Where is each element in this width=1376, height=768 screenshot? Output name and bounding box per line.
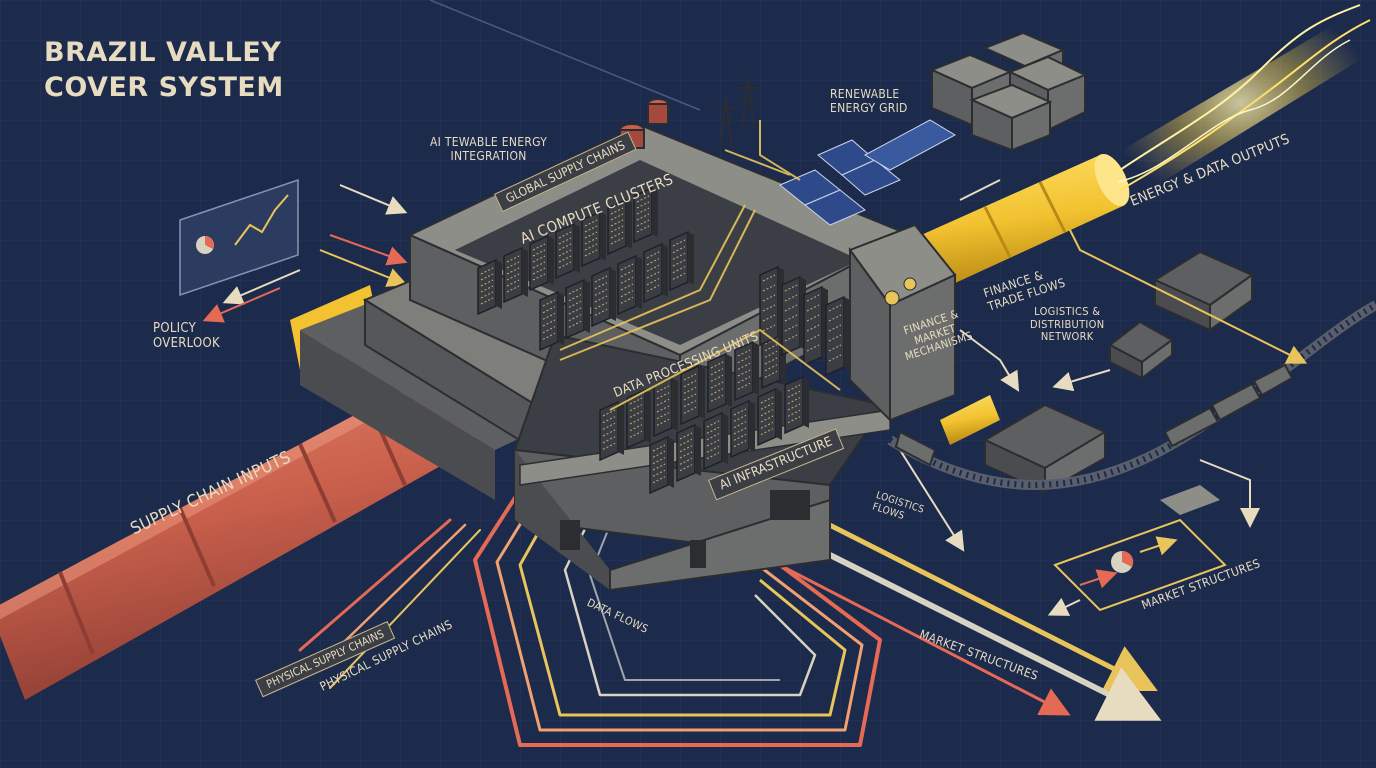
server-rack-icon — [599, 400, 624, 462]
label-ai-energy-integration: AI TEWABLE ENERGY INTEGRATION — [430, 135, 548, 163]
solar-panel-icon — [779, 139, 901, 226]
train-icon — [894, 363, 1294, 467]
server-rack-icon — [626, 388, 651, 450]
server-rack-icon — [734, 340, 759, 402]
server-rack-icon — [503, 246, 528, 304]
server-rack-icon — [565, 278, 590, 340]
server-rack-icon — [649, 435, 674, 495]
server-rack-icon — [781, 275, 806, 357]
server-rack-icon — [757, 387, 782, 447]
server-rack-icon — [707, 352, 732, 414]
server-rack-icon — [730, 399, 755, 459]
server-rack-icon — [680, 364, 705, 426]
railway — [887, 300, 1376, 490]
policy-arrows — [202, 184, 408, 323]
server-racks — [477, 186, 850, 495]
data-circuit-lines — [559, 120, 841, 411]
server-rack-icon — [653, 376, 678, 438]
server-rack-icon — [633, 186, 658, 244]
server-rack-icon — [607, 198, 632, 256]
policy-dashboard — [179, 178, 299, 297]
server-rack-icon — [803, 285, 828, 367]
server-rack-icon — [617, 254, 642, 316]
logistics-arrows — [959, 179, 1308, 528]
server-rack-icon — [539, 290, 564, 352]
server-rack-icon — [591, 266, 616, 328]
server-rack-icon — [676, 423, 701, 483]
title-line-2: COVER SYSTEM — [44, 71, 284, 103]
server-rack-icon — [581, 210, 606, 268]
line-chart-icon — [234, 194, 289, 246]
title-line-1: BRAZIL VALLEY — [44, 37, 282, 68]
server-rack-icon — [825, 295, 850, 377]
page-title: BRAZIL VALLEY COVER SYSTEM — [44, 36, 284, 105]
renewable-energy-grid — [863, 31, 1088, 171]
market-flow-arrows — [298, 449, 1162, 721]
server-rack-icon — [703, 411, 728, 471]
power-tower-icon — [716, 77, 758, 151]
label-logistics-distribution-network: LOGISTICS & DISTRIBUTION NETWORK — [1030, 305, 1105, 344]
server-rack-icon — [669, 230, 694, 292]
label-policy-overlook: POLICY OVERLOOK — [153, 321, 221, 351]
server-rack-icon — [529, 234, 554, 292]
server-rack-icon — [784, 375, 809, 435]
server-rack-icon — [555, 222, 580, 280]
warehouse-icon — [982, 250, 1255, 494]
market-structures-panel — [1047, 485, 1227, 616]
connector-line — [429, 0, 701, 111]
server-rack-icon — [477, 258, 502, 316]
label-renewable-energy-grid: RENEWABLE ENERGY GRID — [830, 87, 908, 115]
server-rack-icon — [643, 242, 668, 304]
